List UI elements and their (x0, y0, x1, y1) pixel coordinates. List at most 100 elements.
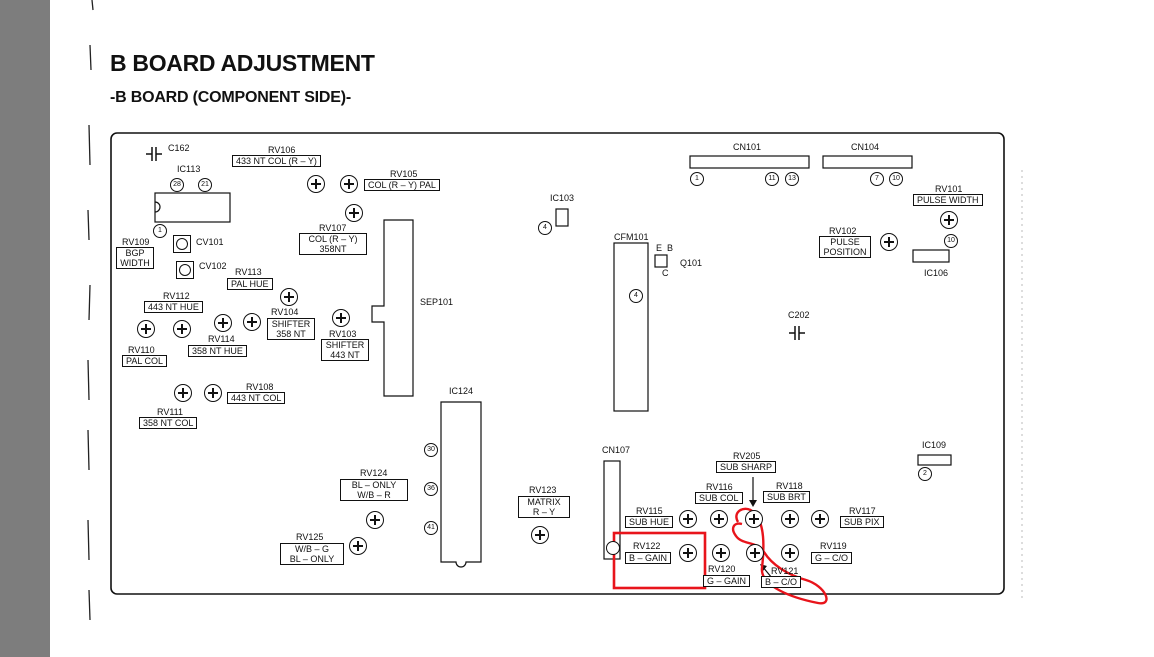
cn104-pin-10: 10 (889, 172, 903, 186)
ic103-label: IC103 (550, 193, 575, 203)
rv123-label-line1: MATRIX (527, 497, 561, 507)
ic124-pin-41: 41 (424, 521, 438, 535)
rv111-trimmer-icon (174, 384, 192, 402)
rv113-label: PAL HUE (227, 278, 273, 290)
rv103-label: SHIFTER 443 NT (321, 339, 369, 361)
rv104-label-line1: SHIFTER (271, 319, 311, 329)
rv120-label: G – GAIN (703, 575, 751, 587)
cfm101-label: CFM101 (614, 232, 649, 242)
ic109-pin-2: 2 (918, 467, 932, 481)
rv115-ref: RV115 (636, 506, 663, 516)
rv102-label-line2: POSITION (823, 247, 867, 257)
rv113-trimmer-icon (280, 288, 298, 306)
rv120-trimmer-icon (712, 544, 730, 562)
q101-label: Q101 (680, 258, 703, 268)
rv123-label-line2: R – Y (532, 507, 556, 517)
cv102-label: CV102 (199, 261, 227, 271)
rv119-label: G – C/O (811, 552, 853, 564)
rv125-label-line2: BL – ONLY (289, 554, 335, 564)
rv103-trimmer-icon (332, 309, 350, 327)
rv114-ref: RV114 (208, 334, 235, 344)
rv102-label: PULSE POSITION (819, 236, 871, 258)
q101-pin-c: C (662, 268, 669, 278)
cn104-pin-7: 7 (870, 172, 884, 186)
page-title: B BOARD ADJUSTMENT (110, 50, 375, 76)
cn101-pin-11: 11 (765, 172, 779, 186)
rv116-label: SUB COL (695, 492, 743, 504)
rv117-trimmer-icon (811, 510, 829, 528)
rv102-ref: RV102 (829, 226, 857, 236)
c202-label: C202 (788, 310, 810, 320)
cv101-label: CV101 (196, 237, 224, 247)
rv109-ref: RV109 (122, 237, 150, 247)
rv118-label: SUB BRT (763, 491, 810, 503)
rv104-label-line2: 358 NT (276, 329, 306, 339)
cv101-trimmer-icon (173, 235, 191, 253)
rv106-trimmer-icon (307, 175, 325, 193)
rv102-label-line1: PULSE (830, 237, 860, 247)
rv115-trimmer-icon (679, 510, 697, 528)
rv125-label-line1: W/B – G (294, 544, 329, 554)
q101-pin-e: E (656, 243, 663, 253)
rv110-ref: RV110 (128, 345, 155, 355)
rv104-ref: RV104 (271, 307, 299, 317)
cn101-pin-1: 1 (690, 172, 704, 186)
rv119-ref: RV119 (820, 541, 847, 551)
rv109-label-line1: BGP (125, 248, 145, 258)
cn107-pin (606, 541, 620, 555)
c162-label: C162 (168, 143, 190, 153)
rv123-ref: RV123 (529, 485, 557, 495)
ic113-pin-1: 1 (153, 224, 167, 238)
rv122-label: B – GAIN (625, 552, 672, 564)
rv116-ref: RV116 (706, 482, 733, 492)
page-subtitle: -B BOARD (COMPONENT SIDE)- (110, 89, 352, 106)
rv205-label: SUB SHARP (716, 461, 777, 473)
rv109-label-line2: WIDTH (120, 258, 150, 268)
cv102-trimmer-icon (176, 261, 194, 279)
rv101-label: PULSE WIDTH (913, 194, 983, 206)
rv105-label: COL (R – Y) PAL (364, 179, 440, 191)
rv112-trimmer-icon (173, 320, 191, 338)
cn104-label: CN104 (851, 142, 880, 152)
sep101-label: SEP101 (420, 297, 454, 307)
rv105-trimmer-icon (340, 175, 358, 193)
rv205-ref: RV205 (733, 451, 761, 461)
rv106-ref: RV106 (268, 145, 296, 155)
rv114-trimmer-icon (214, 314, 232, 332)
rv102-trimmer-icon (880, 233, 898, 251)
rv125-trimmer-icon (349, 537, 367, 555)
rv124-label: BL – ONLY W/B – R (340, 479, 408, 501)
rv125-label: W/B – G BL – ONLY (280, 543, 344, 565)
rv121-trimmer-icon (746, 544, 764, 562)
rv108-ref: RV108 (246, 382, 274, 392)
rv125-ref: RV125 (296, 532, 324, 542)
rv106-label: 433 NT COL (R – Y) (232, 155, 321, 167)
rv118-ref: RV118 (776, 481, 803, 491)
rv101-ref: RV101 (935, 184, 963, 194)
rv115-label: SUB HUE (625, 516, 674, 528)
rv104-label: SHIFTER 358 NT (267, 318, 315, 340)
cn101-pin-13: 13 (785, 172, 799, 186)
ic109-label: IC109 (922, 440, 947, 450)
rv109-label: BGP WIDTH (116, 247, 154, 269)
ic103-pin-4: 4 (538, 221, 552, 235)
rv124-ref: RV124 (360, 468, 388, 478)
q101-pin-b: B (667, 243, 674, 253)
rv113-ref: RV113 (235, 267, 262, 277)
cfm101-pin-4: 4 (629, 289, 643, 303)
rv107-label-line1: COL (R – Y) (308, 234, 358, 244)
ic113-pin-28: 28 (170, 178, 184, 192)
rv123-label: MATRIX R – Y (518, 496, 570, 518)
ic113-pin-21: 21 (198, 178, 212, 192)
rv124-label-line2: W/B – R (357, 490, 391, 500)
rv107-trimmer-icon (345, 204, 363, 222)
viewer-sidebar (0, 0, 50, 657)
rv118-trimmer-icon (781, 510, 799, 528)
rv111-label: 358 NT COL (139, 417, 198, 429)
rv107-label-line2: 358NT (319, 244, 347, 254)
ic124-pin-30: 30 (424, 443, 438, 457)
cn107-label: CN107 (602, 445, 631, 455)
rv108-trimmer-icon (204, 384, 222, 402)
ic124-label: IC124 (449, 386, 474, 396)
rv107-label: COL (R – Y) 358NT (299, 233, 367, 255)
